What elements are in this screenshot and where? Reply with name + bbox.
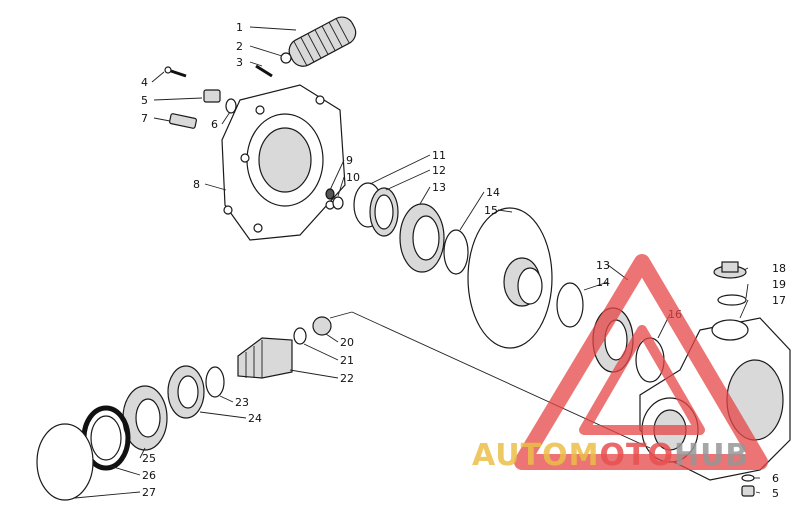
callout-27: 27 [142,486,156,499]
part-screw-4 [164,66,187,78]
part-collar-20 [312,316,332,336]
watermark-part-a: AUTOM [472,438,600,473]
callout-12: 12 [432,164,446,177]
callout-5: 5 [141,94,148,107]
callout-22: 22 [340,372,354,385]
callout-15: 15 [484,204,498,217]
callout-6-lower: 6 [772,472,779,485]
callout-24: 24 [248,412,262,425]
part-oring-14b [556,282,584,328]
part-9 [325,188,335,200]
callout-1: 1 [236,21,243,34]
part-bearing-13 [399,203,445,273]
callout-11: 11 [432,149,446,162]
part-cover-plate [221,84,346,241]
callout-10: 10 [346,171,360,184]
part-bolt-5b [741,485,755,497]
part-pinion-22 [237,337,293,379]
watermark-part-c: HUB [673,438,750,473]
callout-4: 4 [141,76,148,89]
part-seal-24 [167,365,205,419]
part-cap-18 [713,261,747,279]
callout-7: 7 [141,112,148,125]
part-ring-21 [293,327,307,345]
part-disc-15 [467,207,553,349]
part-oring-27 [36,423,94,501]
callout-23: 23 [235,396,249,409]
callout-labels: 1 2 3 4 5 6 7 8 9 10 11 12 13 14 15 13 1… [141,21,786,500]
callout-6: 6 [211,118,218,131]
part-washer-6 [225,98,237,114]
callout-19: 19 [772,278,786,291]
callout-18: 18 [772,262,786,275]
callout-2: 2 [236,40,243,53]
callout-14: 14 [486,186,500,199]
watermark-part-b: OTO [599,438,674,473]
callout-14-lower: 14 [596,276,610,289]
part-bolt-7 [169,113,197,129]
callout-5-lower: 5 [772,487,779,500]
part-bolt-5 [203,89,221,103]
callout-21: 21 [340,354,354,367]
part-oring-14 [443,229,469,275]
callout-13-lower: 13 [596,259,610,272]
part-boot [288,16,357,67]
part-oring-23 [205,366,225,398]
part-washer-6b [741,474,755,482]
callout-3: 3 [236,56,243,69]
callout-20: 20 [340,336,354,349]
callout-8: 8 [193,178,200,191]
part-ring-19 [717,294,747,306]
callout-26: 26 [142,469,156,482]
callout-9: 9 [346,154,353,167]
part-ring-2 [280,52,292,64]
callout-13: 13 [432,181,446,194]
watermark-triangle-logo [514,254,768,470]
callout-17: 17 [772,294,786,307]
part-10 [332,196,344,210]
watermark-wordmark: AUTOMOTOHUB [472,438,749,473]
callout-25: 25 [142,452,156,465]
part-pin-3 [255,64,273,78]
